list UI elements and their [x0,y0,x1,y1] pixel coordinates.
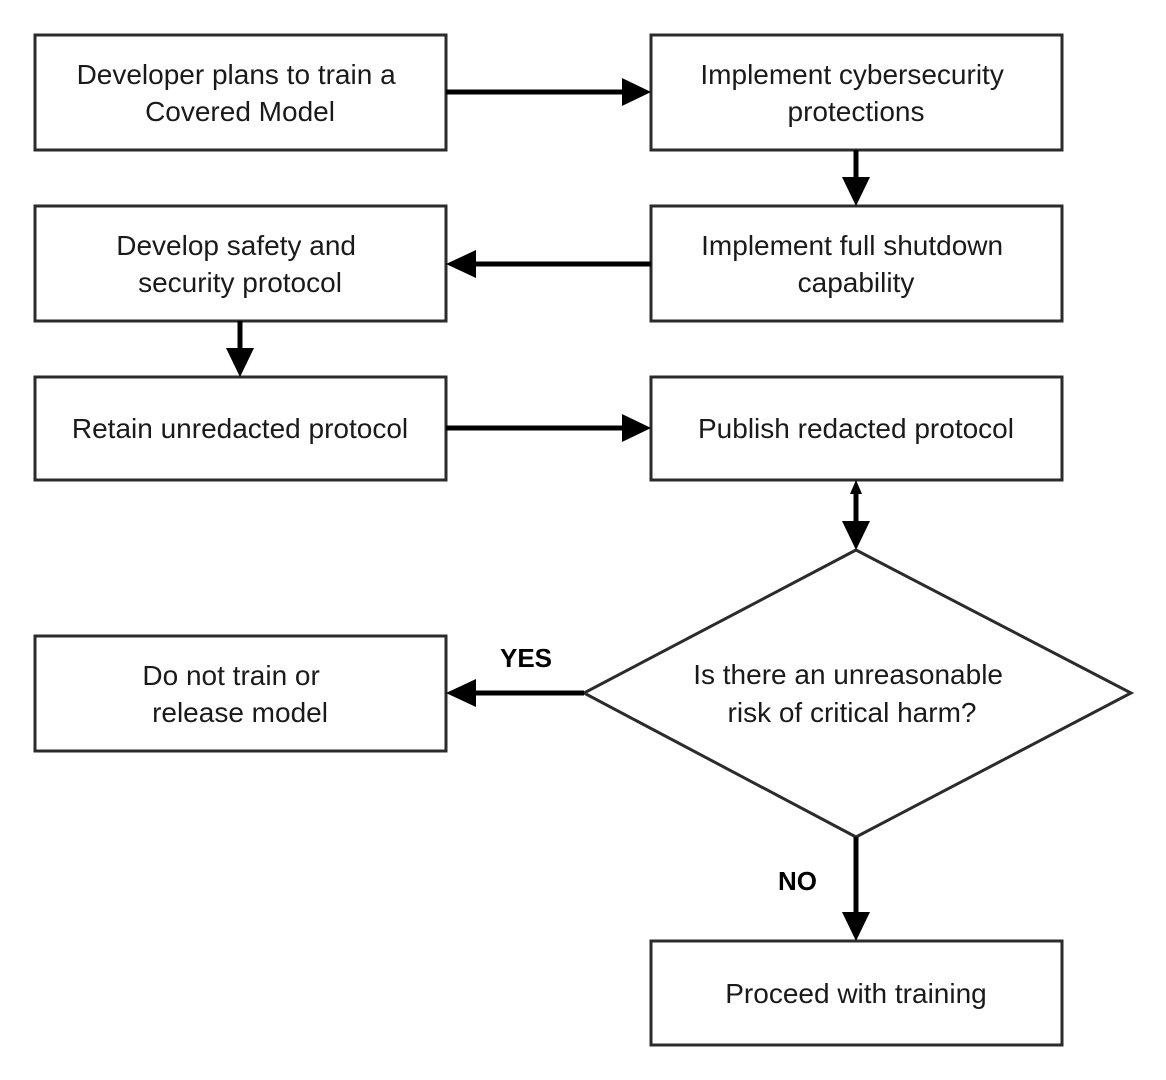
arrow-publish-to-decision [842,480,870,550]
arrow-decision-no [842,837,870,941]
arrow-decision-yes [446,679,584,707]
node-shutdown-label: Implement full shutdown capability [701,230,1011,298]
node-proceed-training: Proceed with training [649,939,1064,1047]
edge-label-no: NO [778,866,817,896]
decision-critical-harm: Is there an unreasonable risk of critica… [580,548,1135,839]
node-proceed-training-label: Proceed with training [725,978,986,1009]
node-do-not-train-label: Do not train or release model [142,660,328,728]
node-developer-plans-label: Developer plans to train a Covered Model [77,59,404,127]
node-safety-protocol: Develop safety and security protocol [33,204,448,323]
arrow-safety-protocol-to-retain [226,321,254,377]
node-do-not-train: Do not train or release model [33,634,448,753]
node-publish-redacted-label: Publish redacted protocol [698,413,1014,444]
decision-critical-harm-label: Is there an unreasonable risk of critica… [693,659,1011,728]
arrow-plan-to-cybersecurity [446,78,651,106]
node-cybersecurity-label: Implement cybersecurity protections [700,59,1011,127]
arrow-shutdown-to-safety-protocol [446,250,651,278]
node-retain-unredacted-label: Retain unredacted protocol [72,413,408,444]
arrow-cybersecurity-to-shutdown [842,150,870,206]
node-cybersecurity: Implement cybersecurity protections [649,33,1064,152]
node-retain-unredacted: Retain unredacted protocol [33,375,448,482]
edge-label-yes: YES [500,643,552,673]
node-shutdown: Implement full shutdown capability [649,204,1064,323]
node-publish-redacted: Publish redacted protocol [649,375,1064,482]
node-developer-plans: Developer plans to train a Covered Model [33,33,448,152]
arrow-retain-to-publish [446,414,651,442]
node-safety-protocol-label: Develop safety and security protocol [116,230,364,298]
